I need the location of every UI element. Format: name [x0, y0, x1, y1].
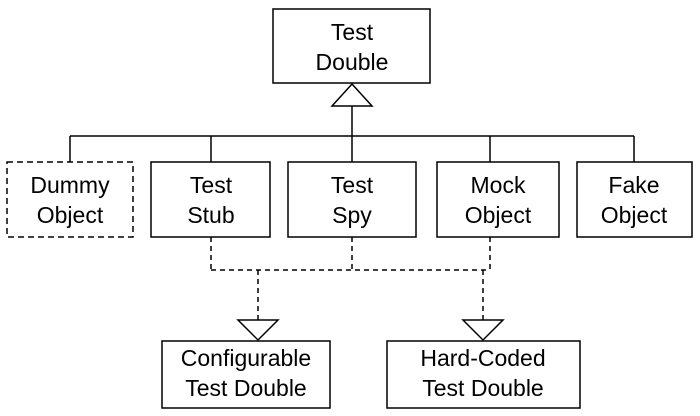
node-label-line2: Double: [316, 49, 389, 75]
generalization-arrowhead: [330, 82, 374, 107]
node-box: [150, 161, 271, 238]
node-fake-object: Fake Object: [576, 161, 693, 238]
node-box: [272, 8, 431, 84]
node-dummy-object: Dummy Object: [6, 161, 134, 238]
node-hard-coded-test-double: Hard-Coded Test Double: [386, 340, 581, 409]
node-box: [386, 340, 581, 409]
node-label-line1: Test: [190, 172, 233, 198]
node-mock-object: Mock Object: [436, 161, 560, 238]
node-label-line1: Dummy: [30, 172, 110, 198]
realization-arrowhead-configurable: [236, 319, 280, 342]
node-label-line2: Object: [37, 202, 104, 228]
node-test-stub: Test Stub: [150, 161, 271, 238]
node-label-line1: Test: [331, 19, 374, 45]
node-label-line2: Object: [601, 202, 668, 228]
node-label-line1: Fake: [608, 172, 659, 198]
node-configurable-test-double: Configurable Test Double: [161, 340, 331, 409]
realization-connectors: [210, 237, 491, 320]
node-label-line1: Test: [331, 172, 374, 198]
node-label-line1: Hard-Coded: [420, 345, 545, 371]
node-label-line2: Test Double: [185, 375, 306, 401]
node-label-line2: Test Double: [422, 375, 543, 401]
node-box: [576, 161, 693, 238]
node-label-line1: Mock: [471, 172, 526, 198]
realization-arrowhead-hard-coded: [461, 319, 505, 342]
node-test-double: Test Double: [272, 8, 431, 84]
node-label-line2: Object: [465, 202, 532, 228]
inheritance-connectors: [69, 106, 635, 162]
node-test-spy: Test Spy: [287, 161, 417, 238]
node-label-line1: Configurable: [181, 345, 311, 371]
node-box: [287, 161, 417, 238]
node-label-line2: Stub: [187, 202, 234, 228]
node-box: [6, 161, 134, 238]
node-box: [436, 161, 560, 238]
node-box: [161, 340, 331, 409]
node-label-line2: Spy: [332, 202, 372, 228]
